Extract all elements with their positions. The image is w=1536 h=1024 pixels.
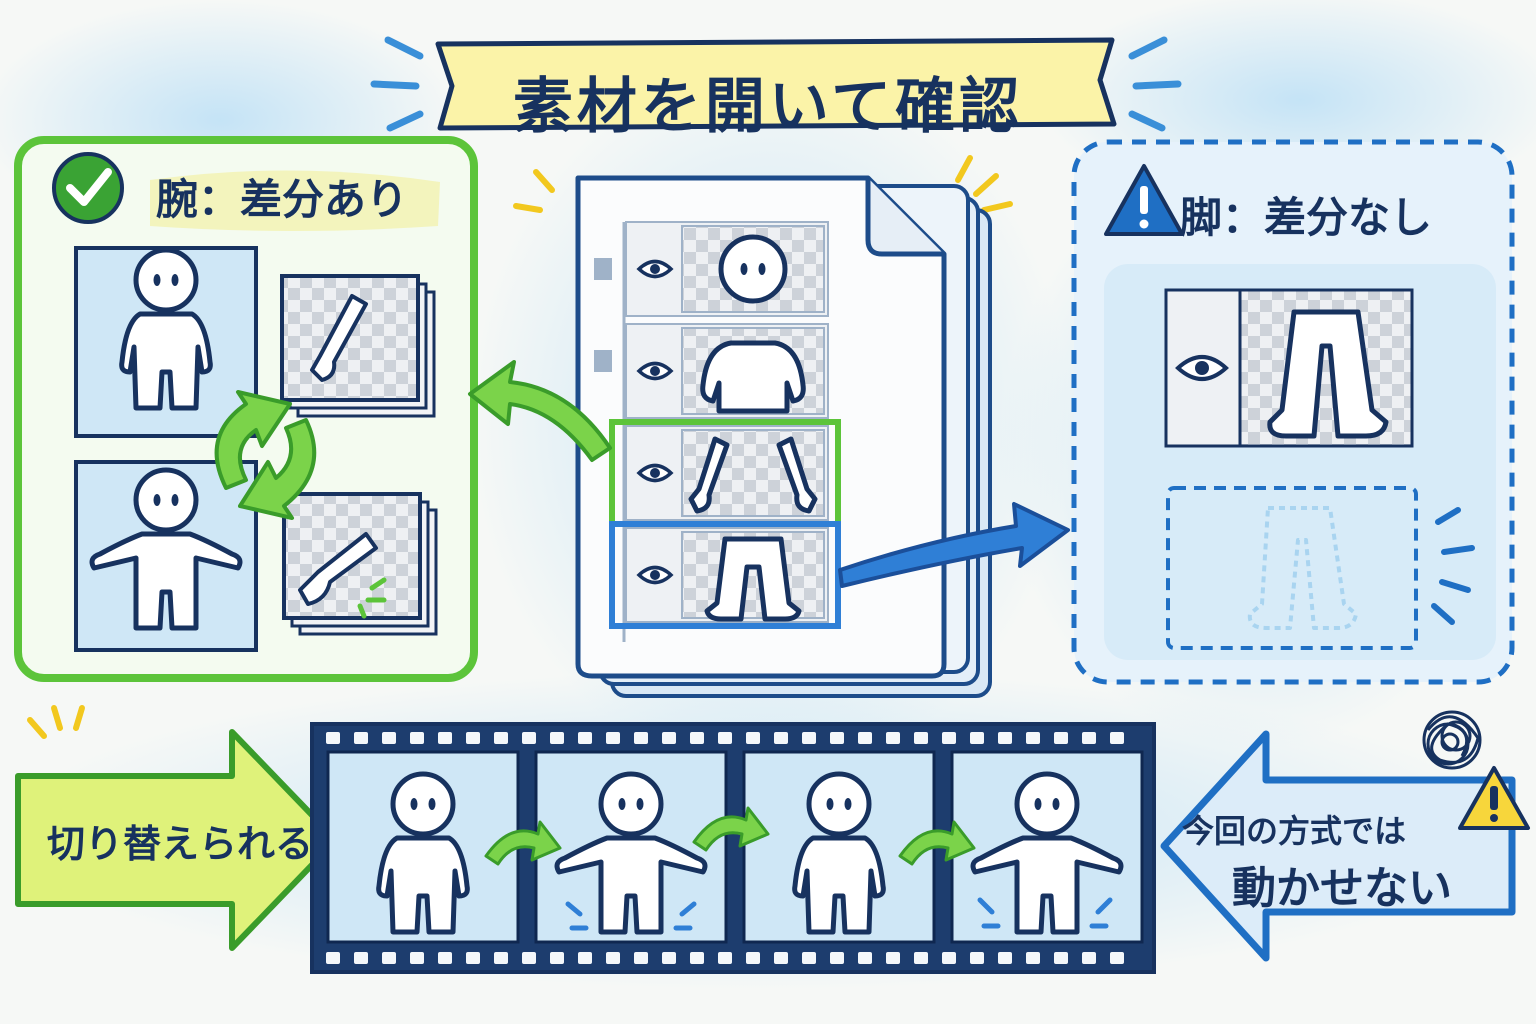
arm-panel [14, 136, 478, 682]
warning-triangle-icon [1104, 164, 1184, 236]
title-banner [370, 36, 1182, 132]
scribble-icon [1422, 710, 1482, 770]
switchable-arrow [15, 705, 339, 951]
page-title: 素材を開いて確認 [512, 72, 1024, 142]
cannot-move-label-line2: 動かせない [1232, 863, 1452, 914]
arm-layer-stack-2 [282, 492, 438, 636]
eye-icon [636, 463, 674, 483]
cannot-move-arrow [1160, 710, 1530, 962]
arm-layer-stack-1 [280, 274, 436, 418]
leg-layer-row [1164, 288, 1414, 448]
leg-panel [1071, 139, 1515, 685]
layer-thumbnail-arms [688, 436, 818, 514]
sparkle-lines-icon [513, 155, 1013, 213]
layer-row-head [625, 221, 829, 317]
layer-file [513, 155, 1013, 698]
emphasis-lines-icon [370, 36, 1182, 132]
switchable-label: 切り替えられる [46, 822, 313, 866]
swap-arrows-icon [214, 390, 317, 520]
eye-icon [636, 565, 674, 585]
layer-thumbnail-head [718, 234, 788, 304]
cannot-move-label-line1: 今回の方式では [1182, 812, 1407, 850]
green-curve-arrow [468, 360, 612, 462]
film-strip [310, 722, 1156, 974]
missing-leg-slot [1166, 486, 1475, 650]
eye-icon [636, 361, 674, 381]
eye-icon [636, 259, 674, 279]
leg-panel-heading: 脚：差分なし [1180, 193, 1433, 242]
arm-panel-heading: 腕：差分あり [156, 175, 409, 224]
layer-thumbnail-legs [704, 536, 802, 622]
layer-row-legs [609, 521, 841, 629]
layer-highlight-blue [609, 521, 841, 629]
blue-curve-arrow [838, 502, 1070, 588]
check-circle-icon [52, 152, 124, 224]
layer-thumbnail-torso [700, 340, 806, 414]
layer-row-torso [625, 323, 829, 419]
small-warning-icon [1458, 766, 1530, 830]
eye-icon [1175, 355, 1229, 381]
layer-row-arms [609, 419, 841, 527]
